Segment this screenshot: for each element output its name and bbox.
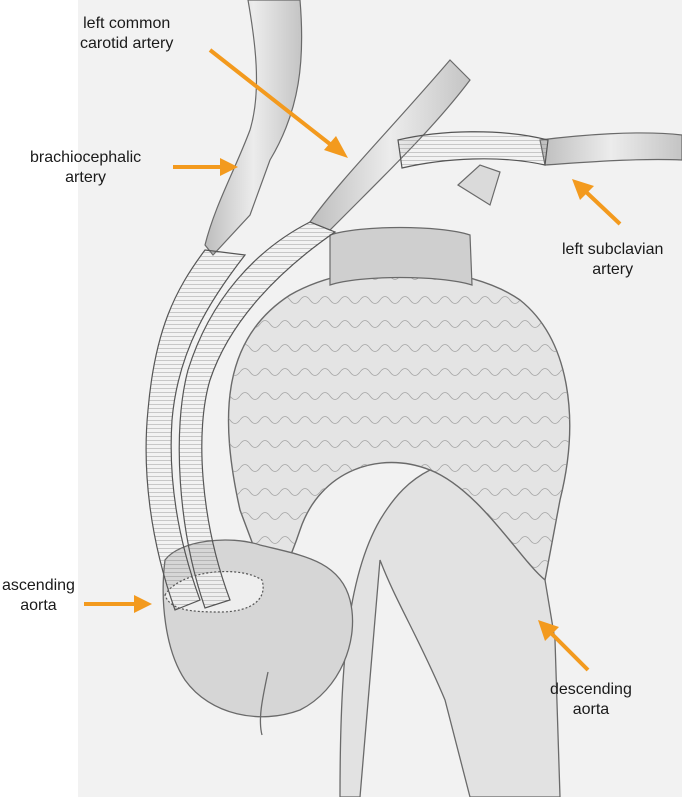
label-ascending-aorta-line1: ascending: [2, 577, 75, 594]
label-descending-aorta-line2: aorta: [572, 701, 610, 718]
descending-aorta-vessel: [339, 469, 561, 797]
label-brachiocephalic: brachiocephalic artery: [30, 148, 141, 188]
label-left-common-carotid-line1: left common: [83, 15, 171, 32]
label-left-subclavian-line2: artery: [592, 261, 634, 278]
aortic-root-line: [259, 671, 269, 736]
arrow-brachiocephalic: [173, 158, 238, 176]
label-brachiocephalic-line1: brachiocephalic: [30, 149, 142, 166]
arrow-descending-aorta: [538, 620, 590, 672]
label-ascending-aorta-line2: aorta: [20, 597, 57, 614]
label-left-subclavian: left subclavian artery: [562, 240, 663, 280]
label-descending-aorta: descending aorta: [550, 680, 632, 720]
carotid-graft-limb: [178, 221, 337, 609]
brachiocephalic-vessel: [204, 0, 303, 256]
arch-trunk-cuff: [329, 226, 473, 286]
left-subclavian-stump: [457, 164, 501, 206]
label-descending-aorta-line1: descending: [550, 681, 632, 698]
label-brachiocephalic-line2: artery: [65, 169, 107, 186]
arrow-left-common-carotid: [208, 48, 348, 158]
label-left-common-carotid-line2: carotid artery: [80, 35, 174, 52]
arrow-left-subclavian: [572, 179, 622, 226]
arch-stent-graft-pattern: [228, 269, 570, 590]
subclavian-graft: [397, 131, 549, 169]
label-left-subclavian-line1: left subclavian: [562, 241, 664, 258]
left-subclavian-vessel: [539, 132, 682, 166]
arrow-ascending-aorta: [84, 595, 152, 613]
brachiocephalic-graft-limb: [145, 249, 247, 611]
label-left-common-carotid: left common carotid artery: [80, 14, 173, 54]
label-ascending-aorta: ascending aorta: [2, 576, 75, 616]
